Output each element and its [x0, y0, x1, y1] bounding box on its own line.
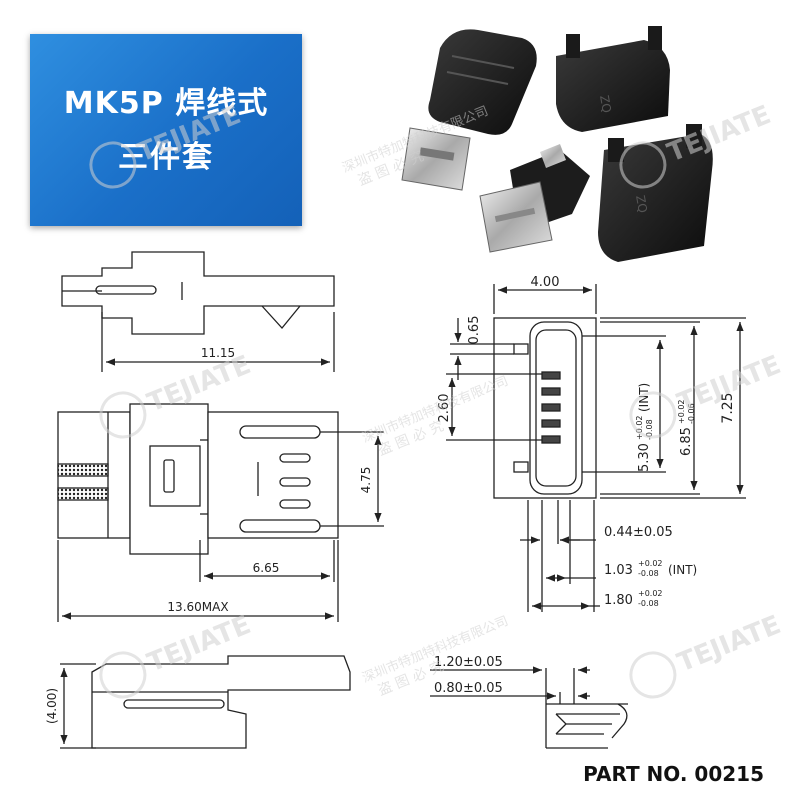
dim-side-length: 11.15 — [201, 346, 235, 360]
svg-text:-0.06: -0.06 — [687, 403, 696, 424]
watermark-9: TEJIATE — [629, 610, 785, 699]
dim-front-6-85: 6.85 +0.02 -0.06 — [677, 399, 696, 456]
title-banner: MK5P 焊线式 三件套 — [30, 34, 302, 226]
dim-front-pin-h: 0.65 — [467, 316, 482, 345]
svg-text:+0.02: +0.02 — [677, 399, 686, 424]
svg-text:-0.08: -0.08 — [638, 569, 659, 578]
dim-front-5-30: 5.30 +0.02 -0.08 (INT) — [635, 383, 654, 472]
svg-text:TEJIATE: TEJIATE — [673, 610, 785, 678]
svg-text:TEJIATE: TEJIATE — [133, 100, 245, 168]
assembled-plug — [401, 29, 537, 191]
dim-top-pin-span: 4.75 — [359, 467, 373, 494]
svg-text:+0.02: +0.02 — [635, 415, 644, 440]
shell-top-cover: ZQ — [556, 26, 670, 132]
svg-text:(INT): (INT) — [637, 383, 651, 412]
svg-text:-0.08: -0.08 — [645, 419, 654, 440]
dim-front-1-03: 1.03 +0.02 -0.08 (INT) — [604, 559, 697, 578]
svg-text:6.85: 6.85 — [679, 427, 694, 456]
part-number: PART NO. 00215 — [583, 762, 764, 786]
svg-text:ZQ: ZQ — [633, 194, 650, 214]
svg-text:+0.02: +0.02 — [638, 589, 663, 598]
dim-top-overall: 13.60MAX — [167, 600, 228, 614]
shell-bottom-cover: ZQ — [598, 124, 713, 262]
bottom-view — [60, 655, 351, 749]
dim-bottom-height: (4.00) — [45, 688, 59, 724]
side-view — [61, 251, 335, 372]
dim-top-pin-offset: 6.65 — [253, 561, 280, 575]
svg-text:ZQ: ZQ — [597, 94, 614, 114]
banner-title: MK5P 焊线式 — [63, 86, 269, 121]
bare-connector — [479, 144, 590, 253]
dim-front-pitch: 2.60 — [437, 394, 452, 423]
product-photo: ZQ ZQ — [401, 26, 713, 262]
front-view — [446, 284, 746, 612]
top-view — [57, 403, 384, 622]
dim-detail-1-20: 1.20±0.05 — [434, 655, 503, 670]
dim-front-width: 4.00 — [531, 275, 560, 290]
svg-text:+0.02: +0.02 — [638, 559, 663, 568]
svg-text:-0.08: -0.08 — [638, 599, 659, 608]
dim-detail-0-80: 0.80±0.05 — [434, 681, 503, 696]
svg-text:5.30: 5.30 — [637, 443, 652, 472]
svg-text:1.03: 1.03 — [604, 563, 633, 578]
dim-front-1-80: 1.80 +0.02 -0.08 — [604, 589, 663, 608]
svg-text:(INT): (INT) — [668, 563, 697, 577]
svg-text:1.80: 1.80 — [604, 593, 633, 608]
svg-text:TEJIATE: TEJIATE — [663, 100, 775, 168]
dim-front-7-25: 7.25 — [720, 392, 736, 423]
dim-front-0-44: 0.44±0.05 — [604, 525, 673, 540]
watermark-1: TEJIATE — [89, 100, 245, 189]
detail-view — [430, 666, 628, 749]
